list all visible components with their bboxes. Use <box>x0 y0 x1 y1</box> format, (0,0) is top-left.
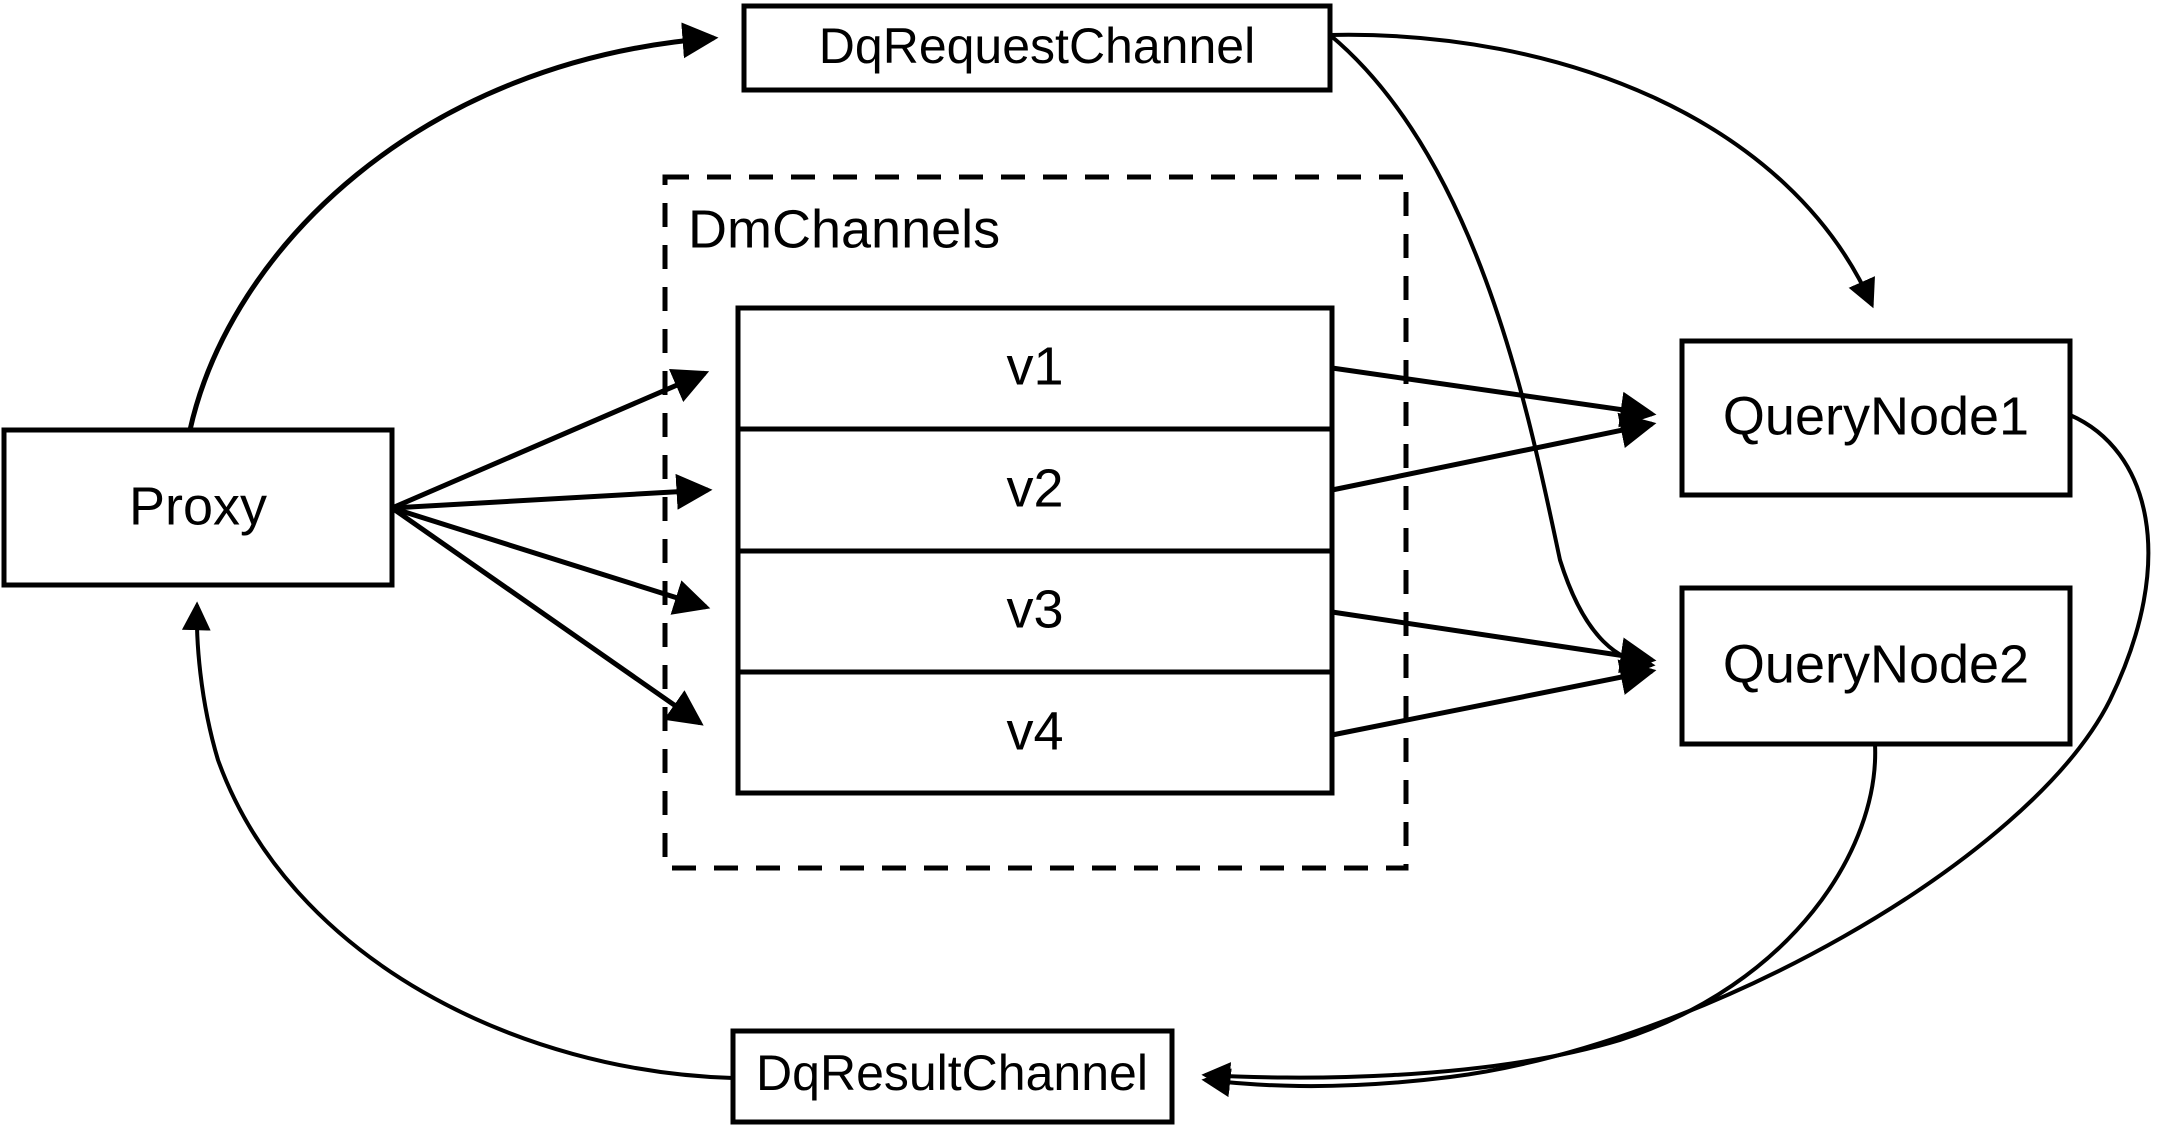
query-node-1-box[interactable] <box>1679 338 2073 498</box>
channel-row-v3[interactable]: v3 <box>1006 579 1063 639</box>
node-query-node-1[interactable]: QueryNode1 <box>1679 338 2073 498</box>
dq-result-channel-box[interactable] <box>730 1028 1175 1125</box>
proxy-box[interactable] <box>1 427 395 588</box>
proxy-label: Proxy <box>129 476 267 536</box>
edge-proxy-to-v3 <box>391 505 711 615</box>
query-node-2-label: QueryNode2 <box>1723 634 2029 694</box>
edge-qn1-to-dq-result <box>1201 413 2151 1098</box>
channel-row-v4[interactable]: v4 <box>1006 701 1063 761</box>
edge-v4-to-qn2 <box>1331 659 1657 738</box>
edge-proxy-to-dq-request <box>187 22 719 431</box>
query-node-2-box[interactable] <box>1679 585 2073 747</box>
edge-dq-result-to-proxy <box>181 601 734 1080</box>
edge-v3-to-qn2 <box>1331 609 1657 674</box>
dm-channels-group-label: DmChannels <box>688 199 1000 259</box>
channel-row-v2[interactable]: v2 <box>1006 458 1063 518</box>
edge-v1-to-qn1 <box>1331 365 1657 428</box>
channel-row-v1[interactable]: v1 <box>1006 336 1063 396</box>
dq-request-channel-label: DqRequestChannel <box>819 18 1255 74</box>
edge-layer <box>181 22 2151 1098</box>
edge-proxy-to-v4 <box>390 505 704 726</box>
dq-result-channel-label: DqResultChannel <box>756 1045 1148 1101</box>
edge-dq-request-to-qn2 <box>1328 33 1656 677</box>
query-node-1-label: QueryNode1 <box>1723 386 2029 446</box>
edge-proxy-to-v2 <box>391 473 713 511</box>
dq-request-channel-box[interactable] <box>741 3 1333 93</box>
edge-qn2-to-dq-result <box>1201 743 1878 1091</box>
node-dq-request-channel[interactable]: DqRequestChannel <box>741 3 1333 93</box>
dm-channels-group: DmChannels <box>662 174 1409 871</box>
edge-v2-to-qn1 <box>1331 412 1657 493</box>
dm-channel-stack: v1 v2 v3 v4 <box>735 305 1335 796</box>
node-query-node-2[interactable]: QueryNode2 <box>1679 585 2073 747</box>
node-dq-result-channel[interactable]: DqResultChannel <box>730 1028 1175 1125</box>
edge-proxy-to-v1 <box>391 368 710 511</box>
node-proxy[interactable]: Proxy <box>1 427 395 588</box>
edge-dq-request-to-qn1 <box>1329 32 1875 309</box>
